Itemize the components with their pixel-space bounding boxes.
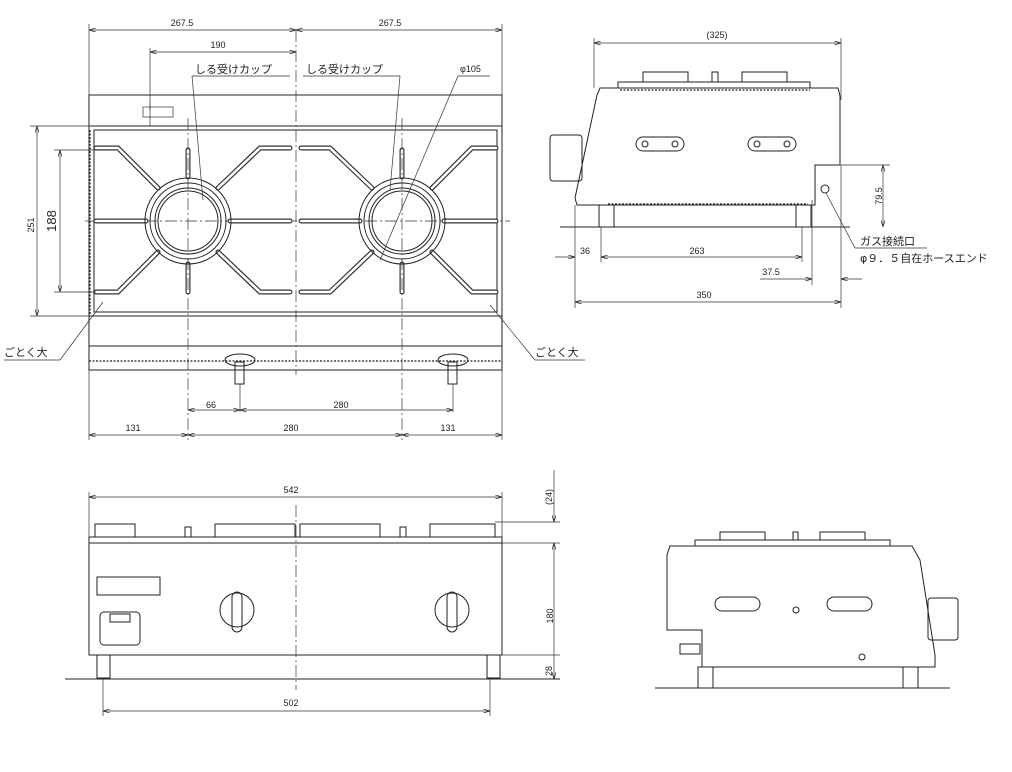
gas-inlet-icon: [820, 184, 830, 194]
dim-width: 542: [283, 485, 298, 495]
dim-66: 66: [206, 400, 216, 410]
front-body: [88, 542, 503, 656]
label-hose-end: φ９．５自在ホースエンド: [860, 252, 988, 265]
top-view: 267.5 267.5 190 しる受けカップ しる受けカップ φ105 251…: [4, 18, 585, 440]
dim-left-half: 267.5: [171, 18, 194, 28]
front-view: 542 (24) 180 28 502: [65, 470, 560, 716]
side-view: (325) 36 263 37.5 350 79.5 ガス接続口 φ９．５自在ホ…: [549, 30, 988, 308]
dim-37-5: 37.5: [762, 267, 780, 277]
dim-36: 36: [580, 246, 590, 256]
dim-79-5: 79.5: [874, 187, 884, 205]
rear-side-view: [655, 531, 959, 689]
dim-depth: 251: [26, 217, 36, 232]
dim-28: 28: [544, 666, 554, 676]
dim-grate: 188: [44, 210, 59, 232]
side-knob: [549, 134, 583, 182]
gas-inlet-icon: [679, 643, 701, 655]
dim-502: 502: [283, 698, 298, 708]
label-plate: [96, 576, 161, 596]
gas-inlet-icon: [142, 103, 174, 126]
dim-side-top: (325): [706, 30, 727, 40]
label-grate-right: ごとく大: [535, 345, 579, 359]
dim-190: 190: [210, 40, 225, 50]
dim-350: 350: [696, 290, 711, 300]
label-cup-right: しる受けカップ: [306, 63, 383, 76]
dim-burner-pitch: 280: [283, 423, 298, 433]
ignition-switch: [99, 611, 141, 646]
dim-180: 180: [545, 608, 555, 623]
label-gas-connection: ガス接続口: [860, 234, 915, 248]
dim-24: (24): [544, 489, 554, 505]
dim-right-half: 267.5: [379, 18, 402, 28]
top-body-outline: [88, 94, 503, 371]
dim-knob-pitch: 280: [333, 400, 348, 410]
rear-knob: [927, 597, 959, 641]
front-knob-left: [219, 591, 255, 633]
knob-left: [224, 353, 256, 385]
dim-right-131: 131: [440, 423, 455, 433]
grate-right: [298, 145, 499, 295]
grate-left: [93, 145, 293, 295]
dim-burner-diameter: φ105: [460, 64, 481, 74]
label-grate-left: ごとく大: [4, 345, 48, 359]
front-knob-right: [434, 591, 470, 633]
dim-263: 263: [689, 246, 704, 256]
dim-left-131: 131: [125, 423, 140, 433]
knob-right: [437, 353, 469, 385]
label-cup-left: しる受けカップ: [195, 63, 272, 76]
side-body: [574, 87, 841, 206]
